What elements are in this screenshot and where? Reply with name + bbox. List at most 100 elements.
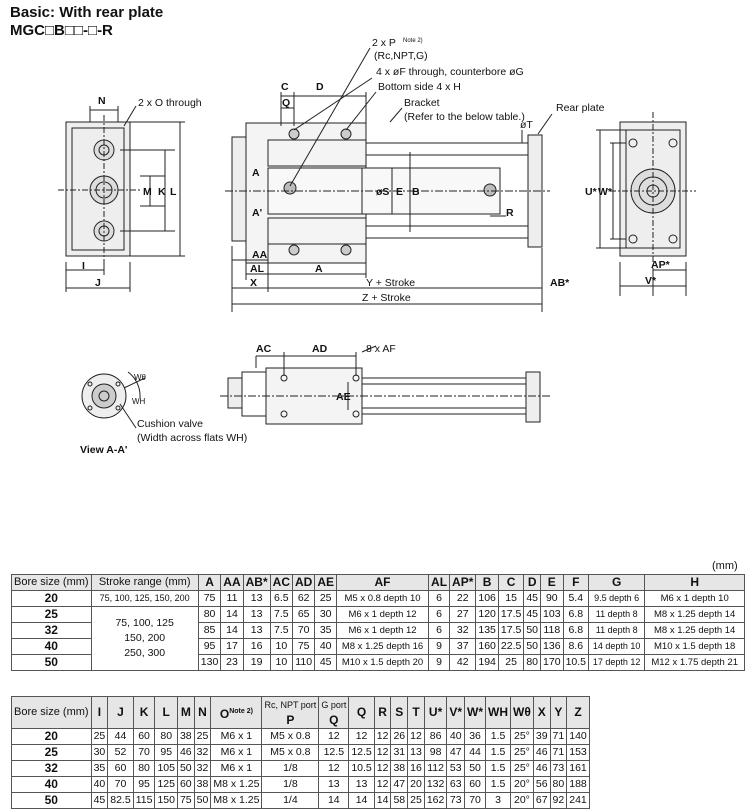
- table1-cell: 50: [11, 654, 92, 671]
- table2-cell: 44: [464, 744, 487, 761]
- q-rc-sub: P: [286, 713, 295, 727]
- table1-cell: 17: [220, 638, 244, 655]
- table1-cell: M10 x 1.5 depth 20: [336, 654, 430, 671]
- dim-aa: AA: [252, 249, 268, 261]
- table2-cell: 82.5: [107, 792, 134, 809]
- q-g-label: G port: [321, 700, 347, 710]
- dim-q: Q: [282, 97, 290, 109]
- table2-header: Z: [566, 696, 590, 729]
- table1-cell: 13: [242, 590, 271, 607]
- table2-cell: M8 x 1.25: [210, 792, 263, 809]
- dim-phi-t: øT: [520, 119, 533, 131]
- q-rc-label: Rc, NPT port: [264, 700, 317, 710]
- page-title: Basic: With rear plate: [10, 4, 164, 21]
- table2-cell: 38: [193, 776, 212, 793]
- table2-cell: 60: [176, 776, 195, 793]
- table1-cell: 14: [220, 622, 244, 639]
- table1-cell: M10 x 1.5 depth 18: [644, 638, 745, 655]
- dim-wh: WH: [132, 397, 146, 406]
- dim-c: C: [281, 81, 289, 93]
- table1-cell: 135: [475, 622, 499, 639]
- label-p: 2 x P: [372, 37, 396, 49]
- table2-cell: 1.5: [485, 776, 512, 793]
- table2-cell: 112: [423, 760, 448, 777]
- table2-cell: 12: [348, 728, 375, 745]
- table2-cell: 25: [407, 792, 425, 809]
- dim-b: B: [412, 186, 420, 198]
- table1-header: AB*: [242, 574, 271, 591]
- table2-cell: 25°: [510, 760, 534, 777]
- table1-cell: 9: [428, 654, 451, 671]
- table1-cell: 50: [523, 622, 542, 639]
- dim-al: AL: [250, 263, 265, 275]
- table2-cell: 25: [193, 728, 212, 745]
- table2-cell: 13: [407, 744, 425, 761]
- label-note2: Note 2): [403, 38, 423, 44]
- table2-cell: 73: [446, 792, 466, 809]
- table2-cell: 31: [390, 744, 409, 761]
- table2-cell: 1.5: [485, 744, 512, 761]
- table2-cell: 50: [464, 760, 487, 777]
- table1-cell: 22.5: [497, 638, 525, 655]
- table1-header: D: [523, 574, 542, 591]
- table1-header: AL: [428, 574, 451, 591]
- table2-cell: 45: [90, 792, 109, 809]
- table2-cell: 75: [176, 792, 195, 809]
- dim-x: X: [250, 277, 257, 289]
- table2-header: J: [107, 696, 134, 729]
- table2-header: Wθ: [510, 696, 534, 729]
- table1-cell: 40: [11, 638, 92, 655]
- table1-cell: 75, 100, 125, 150, 200: [90, 590, 199, 607]
- dim-ab: AB*: [550, 277, 570, 289]
- table1-cell: 45: [523, 606, 542, 623]
- table2-cell: 40: [90, 776, 109, 793]
- table1-header: E: [540, 574, 564, 591]
- table2-cell: 14: [348, 792, 375, 809]
- table1-cell: 17.5: [497, 622, 525, 639]
- table2-header: W*: [464, 696, 487, 729]
- table1-cell: 136: [540, 638, 564, 655]
- table1-cell: 110: [291, 654, 316, 671]
- table1-cell: 45: [523, 590, 542, 607]
- table2-cell: 39: [532, 728, 551, 745]
- table2-cell: 13: [348, 776, 375, 793]
- table2-cell: 80: [549, 776, 568, 793]
- table2-cell: 12: [373, 744, 392, 761]
- table2-cell: M6 x 1: [210, 728, 263, 745]
- table2-cell: 60: [132, 728, 156, 745]
- table1-header: AF: [336, 574, 430, 591]
- dim-w: W*: [598, 186, 613, 198]
- table2-cell: 50: [176, 760, 195, 777]
- table2-cell: 1/8: [261, 760, 320, 777]
- table1-cell: 8.6: [562, 638, 590, 655]
- table1-cell: M8 x 1.25 depth 14: [644, 622, 745, 639]
- table2-cell: 10.5: [348, 760, 375, 777]
- table2-cell: 71: [549, 728, 568, 745]
- table1-cell: 25: [314, 590, 338, 607]
- table1-cell: 11: [220, 590, 244, 607]
- section-a: A: [252, 167, 260, 179]
- table1-cell: 30: [314, 606, 338, 623]
- dim-m: M: [143, 186, 152, 198]
- table1-cell: 37: [449, 638, 477, 655]
- table2-cell: M5 x 0.8: [261, 744, 320, 761]
- table1-header: AD: [291, 574, 316, 591]
- table2-cell: 50: [193, 792, 212, 809]
- table1-cell: 14: [220, 606, 244, 623]
- table1-cell: 6: [428, 590, 451, 607]
- table2-cell: 40: [11, 776, 92, 793]
- dim-i: I: [82, 260, 85, 272]
- table1-cell: 32: [11, 622, 92, 639]
- dim-ad: AD: [312, 343, 328, 355]
- unit-label: (mm): [712, 560, 738, 572]
- table1-cell: 90: [540, 590, 564, 607]
- table2-cell: 20°: [510, 792, 534, 809]
- dim-ae: AE: [336, 391, 351, 403]
- table2-cell: 161: [566, 760, 590, 777]
- table1-cell: 170: [540, 654, 564, 671]
- table1-cell: 160: [475, 638, 499, 655]
- table2-cell: 46: [532, 760, 551, 777]
